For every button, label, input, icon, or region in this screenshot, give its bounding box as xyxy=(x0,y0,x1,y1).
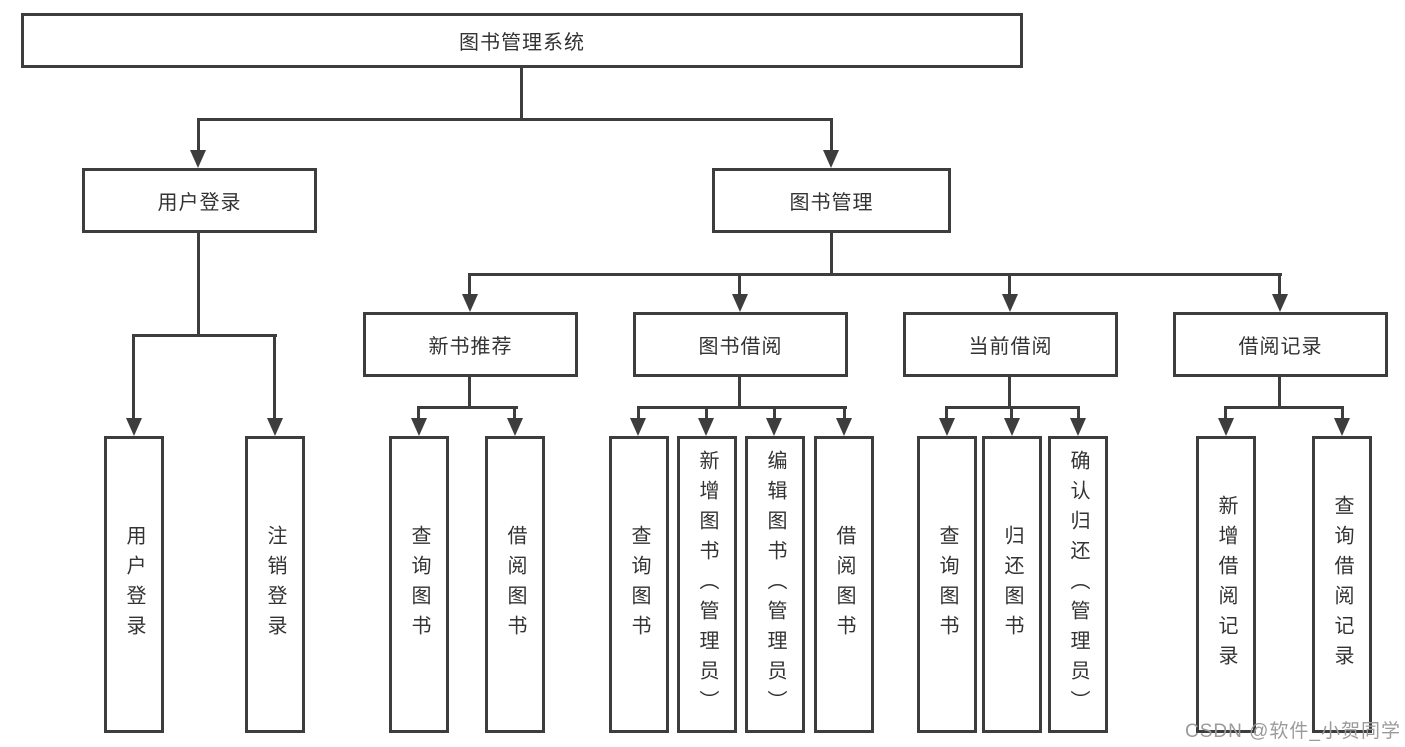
arrow-down-icon xyxy=(1218,418,1234,436)
node-root-label: 图书管理系统 xyxy=(459,32,585,54)
connector-vline xyxy=(273,334,276,418)
node-user-login-label: 用户登录 xyxy=(157,192,242,214)
leaf-user-login-label: 用户登录 xyxy=(123,524,145,645)
leaf-logout-login-label: 注销登录 xyxy=(264,524,286,645)
node-new-book-recommendation-label: 新书推荐 xyxy=(428,336,513,358)
leaf-borrow-books-recommend-label: 借阅图书 xyxy=(504,524,526,645)
leaf-query-borrow-record-label: 查询借阅记录 xyxy=(1331,494,1353,675)
connector-vline xyxy=(1278,273,1281,296)
leaf-return-books-label: 归还图书 xyxy=(1001,524,1023,645)
node-root: 图书管理系统 xyxy=(21,13,1023,68)
connector-vline xyxy=(637,406,640,420)
leaf-add-borrow-record-label: 新增借阅记录 xyxy=(1215,494,1237,675)
leaf-edit-books-admin-label: 编辑图书（管理员） xyxy=(764,449,786,720)
connector-vline xyxy=(417,406,420,420)
connector-vline xyxy=(468,377,471,409)
leaf-add-books-admin-label: 新增图书（管理员） xyxy=(696,449,718,720)
connector-hline xyxy=(637,406,847,409)
connector-vline xyxy=(830,118,833,152)
leaf-user-login: 用户登录 xyxy=(104,436,164,733)
connector-vline xyxy=(1077,406,1080,420)
arrow-down-icon xyxy=(267,418,283,436)
arrow-down-icon xyxy=(507,418,523,436)
node-borrowing-records-label: 借阅记录 xyxy=(1238,336,1323,358)
leaf-confirm-return-admin: 确认归还（管理员） xyxy=(1048,436,1108,733)
leaf-edit-books-admin: 编辑图书（管理员） xyxy=(745,436,805,733)
arrow-down-icon xyxy=(766,418,782,436)
connector-vline xyxy=(1008,377,1011,409)
leaf-query-books-recommend-label: 查询图书 xyxy=(408,524,430,645)
arrow-down-icon xyxy=(698,418,714,436)
connector-vline xyxy=(945,406,948,420)
connector-vline xyxy=(705,406,708,420)
connector-hline xyxy=(468,273,1282,276)
arrow-down-icon xyxy=(939,418,955,436)
connector-vline xyxy=(520,68,523,118)
node-borrowing-records: 借阅记录 xyxy=(1173,312,1388,377)
csdn-watermark: CSDN @软件_小贺同学 xyxy=(1185,721,1401,742)
connector-vline xyxy=(1224,406,1227,420)
arrow-down-icon xyxy=(836,418,852,436)
leaf-query-books-borrowing: 查询图书 xyxy=(609,436,669,733)
arrow-down-icon xyxy=(1002,294,1018,312)
arrow-down-icon xyxy=(823,150,839,168)
arrow-down-icon xyxy=(190,150,206,168)
leaf-add-borrow-record: 新增借阅记录 xyxy=(1196,436,1256,733)
leaf-query-books-borrowing-label: 查询图书 xyxy=(628,524,650,645)
arrow-down-icon xyxy=(1004,418,1020,436)
leaf-confirm-return-admin-label: 确认归还（管理员） xyxy=(1067,449,1089,720)
node-current-borrowing: 当前借阅 xyxy=(903,312,1118,377)
connector-vline xyxy=(830,233,833,276)
connector-vline xyxy=(468,273,471,296)
leaf-query-books-current: 查询图书 xyxy=(917,436,977,733)
arrow-down-icon xyxy=(462,294,478,312)
node-current-borrowing-label: 当前借阅 xyxy=(968,336,1053,358)
arrow-down-icon xyxy=(411,418,427,436)
connector-vline xyxy=(1008,273,1011,296)
connector-vline xyxy=(1278,377,1281,409)
arrow-down-icon xyxy=(1070,418,1086,436)
node-book-management-label: 图书管理 xyxy=(789,192,874,214)
connector-vline xyxy=(197,118,200,152)
connector-vline xyxy=(1010,406,1013,420)
leaf-add-books-admin: 新增图书（管理员） xyxy=(677,436,737,733)
connector-hline xyxy=(1224,406,1344,409)
node-book-borrowing-label: 图书借阅 xyxy=(698,336,783,358)
node-user-login: 用户登录 xyxy=(82,168,317,233)
node-book-management: 图书管理 xyxy=(712,168,951,233)
connector-vline xyxy=(738,377,741,409)
leaf-borrow-books-borrowing-label: 借阅图书 xyxy=(833,524,855,645)
connector-hline xyxy=(417,406,518,409)
arrow-down-icon xyxy=(630,418,646,436)
connector-vline xyxy=(513,406,516,420)
connector-vline xyxy=(197,233,200,336)
node-book-borrowing: 图书借阅 xyxy=(633,312,848,377)
connector-vline xyxy=(843,406,846,420)
connector-vline xyxy=(132,334,135,418)
connector-hline xyxy=(132,334,277,337)
connector-hline xyxy=(197,118,833,121)
leaf-borrow-books-recommend: 借阅图书 xyxy=(485,436,545,733)
leaf-query-books-recommend: 查询图书 xyxy=(389,436,449,733)
node-new-book-recommendation: 新书推荐 xyxy=(363,312,578,377)
arrow-down-icon xyxy=(126,418,142,436)
leaf-query-borrow-record: 查询借阅记录 xyxy=(1312,436,1372,733)
leaf-query-books-current-label: 查询图书 xyxy=(936,524,958,645)
arrow-down-icon xyxy=(1272,294,1288,312)
arrow-down-icon xyxy=(1334,418,1350,436)
connector-vline xyxy=(773,406,776,420)
connector-vline xyxy=(1341,406,1344,420)
leaf-logout-login: 注销登录 xyxy=(245,436,305,733)
connector-vline xyxy=(738,273,741,296)
leaf-return-books: 归还图书 xyxy=(982,436,1042,733)
arrow-down-icon xyxy=(732,294,748,312)
leaf-borrow-books-borrowing: 借阅图书 xyxy=(814,436,874,733)
